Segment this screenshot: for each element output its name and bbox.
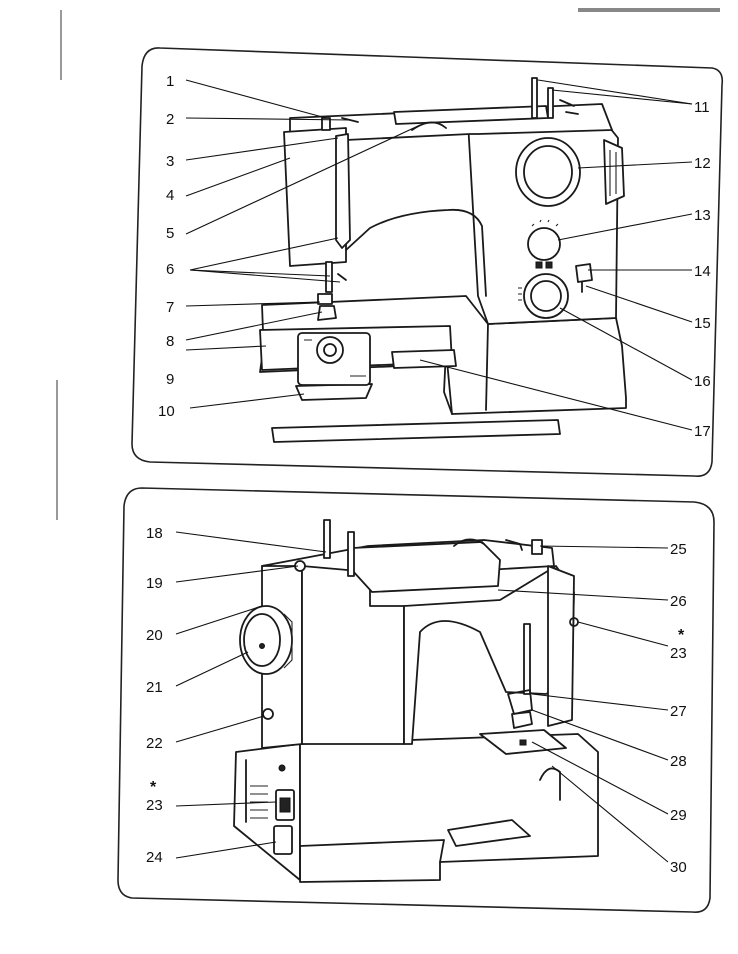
callout-28: 28 <box>670 753 687 770</box>
callout-23-left: 23 <box>146 797 163 814</box>
callout-5: 5 <box>166 225 174 242</box>
callout-2: 2 <box>166 111 174 128</box>
rear-view-panel: 18 19 20 21 22 * 23 24 25 26 * 23 27 28 … <box>117 487 715 914</box>
rear-callout-labels: 18 19 20 21 22 * 23 24 25 26 * 23 27 28 … <box>146 525 687 876</box>
callout-23-right: 23 <box>670 645 687 662</box>
callout-16: 16 <box>694 373 711 390</box>
callout-19: 19 <box>146 575 163 592</box>
gutter-mark <box>56 380 58 520</box>
callout-22: 22 <box>146 735 163 752</box>
callout-15: 15 <box>694 315 711 332</box>
gutter-mark <box>60 10 62 80</box>
callout-10: 10 <box>158 403 175 420</box>
callout-1: 1 <box>166 73 174 90</box>
callout-6: 6 <box>166 261 174 278</box>
callout-29: 29 <box>670 807 687 824</box>
callout-12: 12 <box>694 155 711 172</box>
rear-leader-lines <box>175 531 669 863</box>
callout-3: 3 <box>166 153 174 170</box>
front-leader-lines <box>185 79 693 431</box>
callout-27: 27 <box>670 703 687 720</box>
asterisk-left: * <box>150 779 157 796</box>
callout-14: 14 <box>694 263 711 280</box>
callout-24: 24 <box>146 849 163 866</box>
callout-7: 7 <box>166 299 174 316</box>
front-callout-labels: 1 2 3 4 5 6 7 8 9 10 11 12 13 14 15 16 1… <box>158 73 711 440</box>
callout-30: 30 <box>670 859 687 876</box>
callout-17: 17 <box>694 423 711 440</box>
callout-4: 4 <box>166 187 174 204</box>
callout-8: 8 <box>166 333 174 350</box>
front-view-panel: 1 2 3 4 5 6 7 8 9 10 11 12 13 14 15 16 1… <box>131 47 724 478</box>
callout-25: 25 <box>670 541 687 558</box>
callout-13: 13 <box>694 207 711 224</box>
asterisk-right: * <box>678 627 685 644</box>
callout-26: 26 <box>670 593 687 610</box>
callout-11: 11 <box>694 99 710 116</box>
callout-20: 20 <box>146 627 163 644</box>
callout-9: 9 <box>166 371 174 388</box>
front-machine-drawing <box>259 77 627 443</box>
callout-21: 21 <box>146 679 163 696</box>
scan-artifact-bar <box>578 8 720 12</box>
callout-18: 18 <box>146 525 163 542</box>
